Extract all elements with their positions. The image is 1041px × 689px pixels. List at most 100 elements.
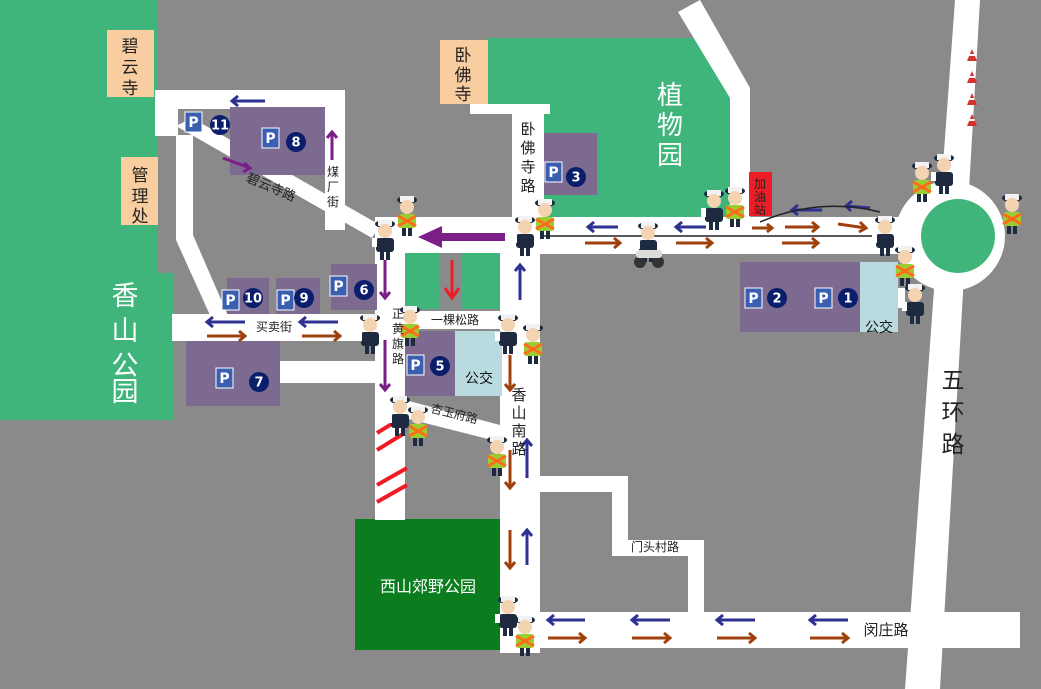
gas-station-lane <box>759 205 881 223</box>
svg-text:P: P <box>748 291 758 307</box>
xishan-park-label: 西山郊野公园 <box>380 577 476 596</box>
parking-number-8: 9 <box>294 288 314 308</box>
direction-arrow-icon <box>513 262 527 300</box>
gas-station-label: 加油站 <box>754 177 766 217</box>
direction-arrow-icon <box>325 129 339 160</box>
xiangshan-park-area-lower <box>0 273 174 420</box>
direction-arrow-icon <box>503 355 517 393</box>
direction-arrow-icon <box>207 329 248 343</box>
meichang-street-label: 煤厂街 <box>327 165 339 209</box>
yikesong-road-strip <box>405 311 502 329</box>
svg-text:7: 7 <box>254 376 263 391</box>
svg-text:P: P <box>280 293 290 309</box>
direction-arrow-icon <box>782 236 821 250</box>
left-curve-road <box>176 135 230 324</box>
xiangshan-south-road-label: 香山南路 <box>511 386 526 458</box>
parking-sign-icon: P <box>329 275 348 297</box>
direction-arrow-icon <box>378 260 392 301</box>
wofo-temple-box <box>440 40 488 104</box>
svg-text:8: 8 <box>291 136 300 151</box>
direction-arrow-icon <box>222 156 253 174</box>
direction-arrow-icon <box>714 613 755 627</box>
direction-arrow-icon <box>837 220 869 234</box>
minzhuang-road-strip <box>540 612 1020 648</box>
direction-arrow-icon <box>632 631 673 645</box>
parking-sign-icon: P <box>215 367 234 389</box>
minzhuang-road-label: 闵庄路 <box>863 621 908 639</box>
parking-number-10: 107 <box>249 372 269 392</box>
svg-text:6: 6 <box>359 284 368 299</box>
direction-arrow-icon <box>229 94 265 108</box>
direction-arrow-icon <box>673 220 706 234</box>
motorcycle-police-icon <box>634 222 664 268</box>
parking-signs: P P P P P P P P P P <box>184 111 833 389</box>
direction-arrow-icon <box>443 260 461 301</box>
parking-number-6: 6 <box>354 280 374 300</box>
direction-arrow-icon <box>520 437 534 478</box>
direction-arrow-icon <box>676 236 715 250</box>
parking-number-3: 3 <box>566 167 586 187</box>
direction-arrow-icon <box>503 450 517 491</box>
woodfo-entrance <box>470 104 550 114</box>
botanical-garden-label: 植物园 <box>657 81 683 171</box>
biyun-temple-box <box>107 30 154 97</box>
svg-text:P: P <box>818 291 828 307</box>
direction-arrow-icon <box>418 226 442 248</box>
lower-left-road <box>278 361 378 383</box>
wofosi-road-label: 卧佛寺路 <box>520 120 535 195</box>
biyun-temple-label-3: 寺 <box>122 79 139 99</box>
traffic-police-icon <box>406 404 430 448</box>
biyun-temple-label-1: 碧 <box>122 37 139 57</box>
maimai-street-label: 买卖街 <box>256 320 292 334</box>
maimai-street-strip <box>172 314 377 341</box>
direction-arrow-icon <box>302 329 343 343</box>
svg-text:1: 1 <box>843 292 852 307</box>
place-labels: 碧 云 寺 管理处 卧佛寺 香山公园 植物园 加油站 西山郊野公园 公交 公交 <box>112 37 894 596</box>
left-connector-top <box>155 108 178 136</box>
meichang-street-strip <box>325 90 345 230</box>
traffic-arrows <box>204 94 881 645</box>
direction-arrow-icon <box>204 315 245 329</box>
parking-number-2: 2 <box>767 288 787 308</box>
yikesong-road-label: 一棵松路 <box>431 312 479 327</box>
svg-text:P: P <box>265 131 275 147</box>
svg-text:P: P <box>219 371 229 387</box>
zhenghuangqi-road-label: 正黄旗路 <box>392 307 404 366</box>
zhenghuangqi-road-strip <box>375 217 405 520</box>
parking-sign-icon: P <box>814 287 833 309</box>
roundabout-center <box>921 199 995 273</box>
traffic-police-icon <box>902 284 925 324</box>
svg-text:P: P <box>333 279 343 295</box>
biyun-temple-label-2: 云 <box>122 58 139 78</box>
parking-number-1: 1 <box>838 288 858 308</box>
parking-sign-icon: P <box>544 161 563 183</box>
bus-east-label: 公交 <box>865 319 893 336</box>
admin-office-box <box>121 157 158 225</box>
bus-center-area <box>455 331 502 396</box>
parking-number-7: 8 <box>286 132 306 152</box>
fifth-ring-road-label: 五环路 <box>942 368 965 458</box>
direction-arrow-icon <box>378 340 392 393</box>
svg-text:5: 5 <box>435 360 444 375</box>
direction-arrow-icon <box>752 222 775 234</box>
land-areas <box>0 0 737 650</box>
svg-text:P: P <box>225 293 235 309</box>
parking-number-9: 10 <box>243 288 263 308</box>
gas-station-road <box>678 0 750 225</box>
green-block-1 <box>405 252 440 309</box>
direction-arrow-icon <box>785 220 821 234</box>
parking-sign-icon: P <box>261 127 280 149</box>
bus-center-label: 公交 <box>465 370 493 387</box>
parking-sign-icon: P <box>184 111 203 133</box>
mentoucun-road-label: 门头村路 <box>631 539 679 554</box>
wofo-temple-label: 卧佛寺 <box>455 46 472 105</box>
direction-arrow-icon <box>520 527 534 565</box>
bus-east-area <box>860 262 898 332</box>
svg-text:3: 3 <box>571 171 580 186</box>
direction-arrow-icon <box>810 631 851 645</box>
direction-arrow-icon <box>545 613 585 627</box>
parking-sign-icon: P <box>406 354 425 376</box>
admin-office-label: 管理处 <box>132 166 149 227</box>
parking-sign-icon: P <box>744 287 763 309</box>
gas-station-box <box>749 172 772 216</box>
